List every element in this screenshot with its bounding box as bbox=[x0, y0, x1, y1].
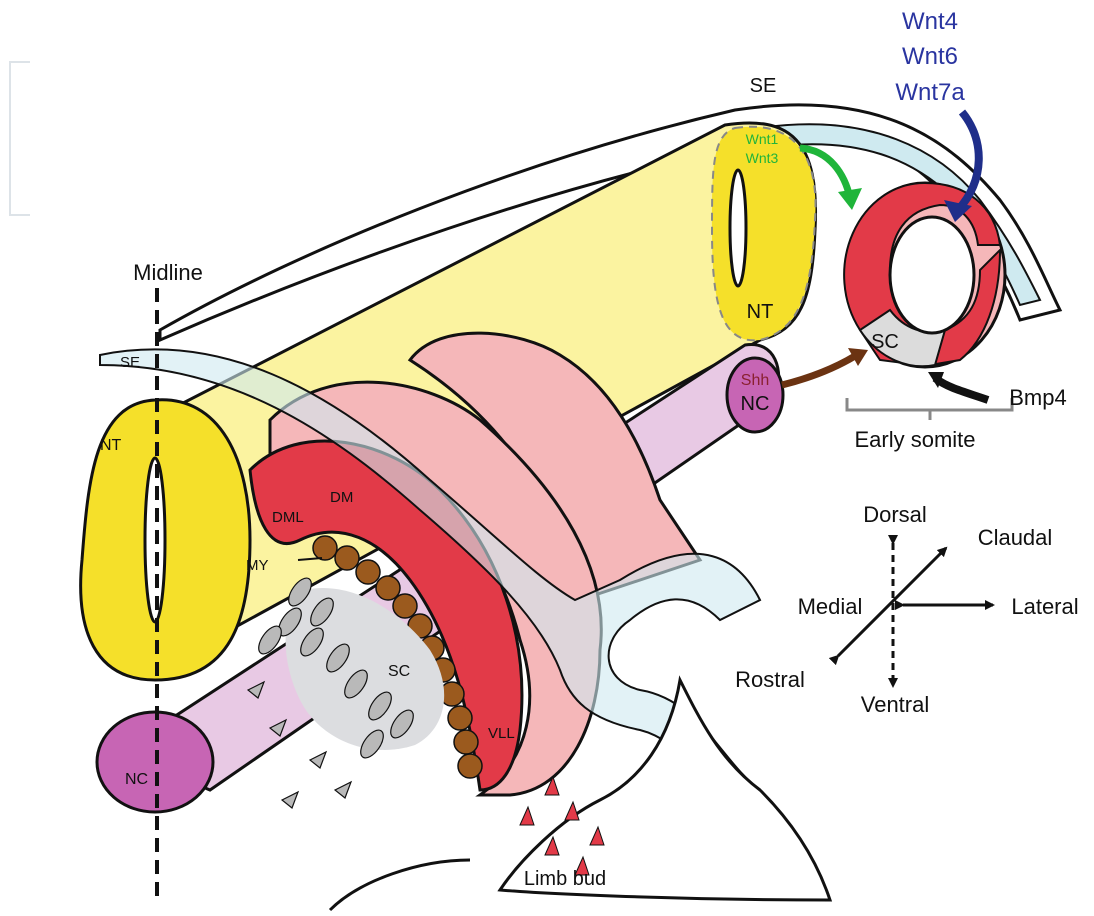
compass-rostral: Rostral bbox=[735, 667, 805, 692]
early-somite-bracket: Early somite bbox=[847, 398, 1012, 452]
nc-back-label: NC bbox=[741, 393, 770, 415]
compass-dorsal: Dorsal bbox=[863, 502, 927, 527]
nt-front-label: NT bbox=[100, 437, 122, 454]
compass-medial: Medial bbox=[798, 594, 863, 619]
vll-label: VLL bbox=[488, 725, 515, 742]
frame-remnant bbox=[10, 62, 30, 215]
nc-front-label: NC bbox=[125, 771, 148, 788]
my-label: MY bbox=[246, 557, 269, 574]
early-somite-label: Early somite bbox=[854, 427, 975, 452]
se-back-label: SE bbox=[750, 75, 777, 97]
wnt1-label: Wnt1 bbox=[746, 131, 779, 147]
dml-label: DML bbox=[272, 509, 304, 526]
shh-label: Shh bbox=[741, 372, 769, 389]
compass-claudal: Claudal bbox=[978, 525, 1053, 550]
compass-lateral: Lateral bbox=[1011, 594, 1078, 619]
shh-arrow bbox=[782, 348, 868, 385]
wnt7a-label: Wnt7a bbox=[895, 79, 965, 106]
wnt3-label: Wnt3 bbox=[746, 150, 779, 166]
wnt6-label: Wnt6 bbox=[902, 43, 958, 70]
se-front-label: SE bbox=[120, 354, 140, 371]
dm-label: DM bbox=[330, 489, 353, 506]
neural-tube-front: NT bbox=[81, 400, 250, 680]
bmp4-label: Bmp4 bbox=[1009, 385, 1066, 410]
sc-somite-label: SC bbox=[871, 331, 899, 353]
early-somite: SC bbox=[844, 183, 1005, 367]
compass-ventral: Ventral bbox=[861, 692, 930, 717]
sc-main-label: SC bbox=[388, 663, 410, 680]
wnt4-label: Wnt4 bbox=[902, 8, 958, 35]
bmp4-arrow: Bmp4 bbox=[928, 372, 1067, 410]
nt-back-label: NT bbox=[747, 301, 774, 323]
orientation-compass: Dorsal Ventral Medial Lateral Claudal Ro… bbox=[735, 502, 1078, 717]
limb-bud-label: Limb bud bbox=[524, 868, 606, 890]
midline-label: Midline bbox=[133, 260, 203, 285]
